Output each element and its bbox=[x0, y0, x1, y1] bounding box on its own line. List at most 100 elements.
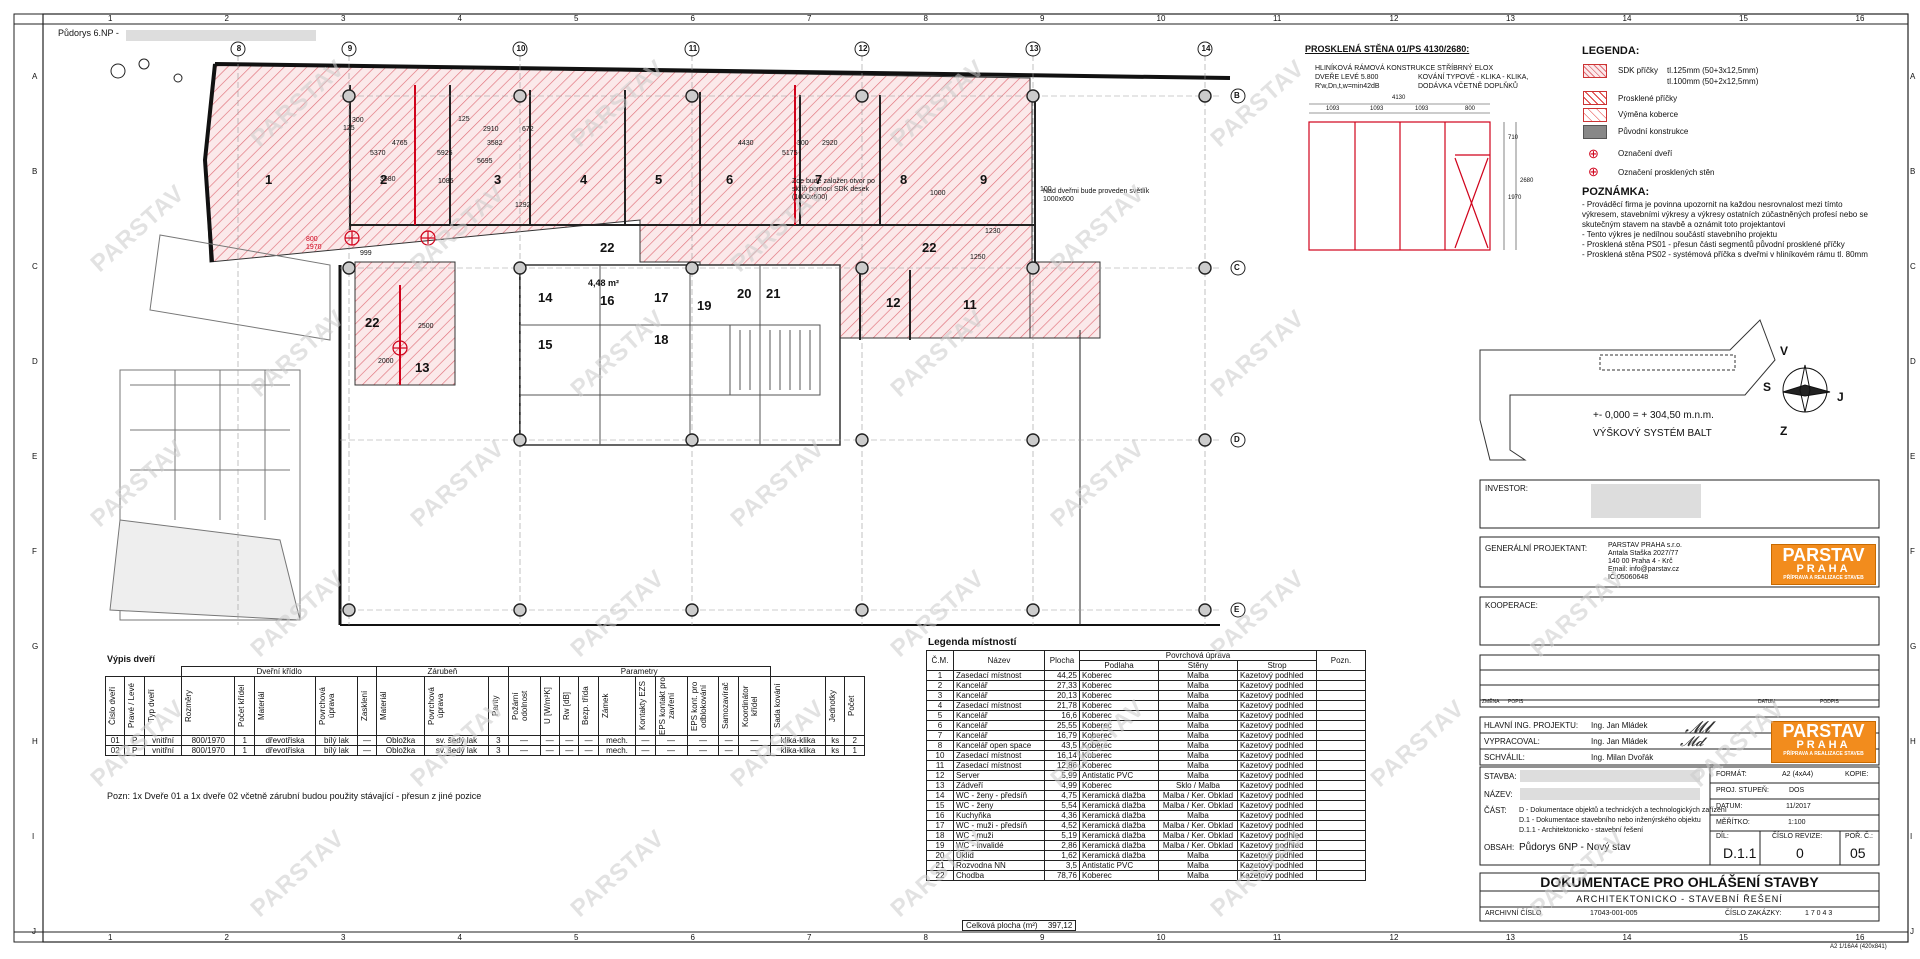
sheet-row-letter: E bbox=[32, 452, 38, 461]
doors-column-header: Zámek bbox=[597, 676, 637, 736]
table-cell bbox=[1316, 710, 1366, 721]
prepared-value: Ing. Jan Mládek bbox=[1591, 737, 1648, 746]
table-cell: 17 bbox=[926, 820, 954, 831]
table-cell: Malba bbox=[1158, 670, 1238, 681]
sheet-row-letter: J bbox=[1910, 927, 1914, 936]
signature-icon: 𝓜𝓵 bbox=[1685, 718, 1711, 737]
table-cell: Kazetový podhled bbox=[1237, 670, 1317, 681]
legend-item-label: Označení dveří bbox=[1618, 149, 1673, 158]
table-cell: 15 bbox=[926, 800, 954, 811]
plan-dimension: 1230 bbox=[985, 228, 1001, 235]
table-cell: Keramická dlažba bbox=[1079, 810, 1159, 821]
table-cell: Kazetový podhled bbox=[1237, 700, 1317, 711]
sheet-column-number: 1 bbox=[108, 14, 113, 23]
sheet-row-letter: G bbox=[32, 642, 39, 651]
table-cell: Koberec bbox=[1079, 670, 1159, 681]
legend-swatch-sdk bbox=[1583, 64, 1607, 78]
stavba-label: STAVBA: bbox=[1484, 772, 1517, 781]
table-cell: mech. bbox=[597, 745, 637, 756]
room-label: 4 bbox=[580, 172, 588, 187]
table-cell bbox=[1316, 840, 1366, 851]
table-cell: — bbox=[686, 745, 720, 756]
sheet-row-letter: J bbox=[32, 927, 36, 936]
plan-dimension: 2920 bbox=[822, 140, 838, 147]
table-cell: Malba bbox=[1158, 700, 1238, 711]
document-subtitle: ARCHITEKTONICKO - STAVEBNÍ ŘEŠENÍ bbox=[1576, 894, 1783, 904]
table-cell: Koberec bbox=[1079, 780, 1159, 791]
room-label: 12 bbox=[886, 295, 901, 310]
doors-column-header: Materiál bbox=[376, 676, 425, 736]
table-cell: 16 bbox=[926, 810, 954, 821]
notes-title: POZNÁMKA: bbox=[1582, 186, 1650, 198]
sheet-row-letter: B bbox=[32, 167, 38, 176]
table-cell: Kazetový podhled bbox=[1237, 750, 1317, 761]
table-cell: Kancelář bbox=[953, 680, 1045, 691]
plan-dimension: 2000 bbox=[378, 358, 394, 365]
company-logo: PARSTAV PRAHA PŘÍPRAVA A REALIZACE STAVE… bbox=[1771, 544, 1876, 585]
axis-label-side: E bbox=[1234, 605, 1240, 614]
table-cell: — bbox=[507, 735, 541, 746]
nazev-label: NÁZEV: bbox=[1484, 790, 1513, 799]
table-cell: Malba / Ker. Obklad bbox=[1158, 820, 1238, 831]
plan-dimension: 1250 bbox=[970, 254, 986, 261]
sheet-row-letter: F bbox=[32, 547, 37, 556]
table-cell: Kazetový podhled bbox=[1237, 720, 1317, 731]
sheet-column-number: 3 bbox=[341, 933, 346, 942]
table-cell: Kazetový podhled bbox=[1237, 740, 1317, 751]
plan-dimension: 300 bbox=[352, 117, 364, 124]
plan-dimension: 3580 bbox=[380, 176, 396, 183]
plan-dimension: 300 bbox=[797, 140, 809, 147]
archive-label: ARCHIVNÍ ČÍSLO bbox=[1485, 910, 1542, 917]
doors-column-header: Bezp. třída bbox=[578, 676, 599, 736]
table-cell: 14 bbox=[926, 790, 954, 801]
room-label: 5 bbox=[655, 172, 663, 187]
room-label: 22 bbox=[365, 315, 380, 330]
axis-label-top: 8 bbox=[236, 44, 242, 53]
redacted-nazev bbox=[1520, 788, 1700, 800]
table-cell: 27,33 bbox=[1044, 680, 1080, 691]
table-cell: Sklo / Malba bbox=[1158, 780, 1238, 791]
rev-label: ČÍSLO REVIZE: bbox=[1772, 833, 1823, 840]
sheet-column-number: 4 bbox=[457, 14, 462, 23]
table-cell: 21,78 bbox=[1044, 700, 1080, 711]
table-cell: — bbox=[539, 735, 560, 746]
table-cell: dřevotřiska bbox=[253, 745, 317, 756]
axis-label-top: 14 bbox=[1201, 44, 1211, 53]
doors-note: Pozn: 1x Dveře 01 a 1x dveře 02 včetně z… bbox=[107, 791, 482, 801]
table-cell: Malba bbox=[1158, 730, 1238, 741]
sheet-column-number: 5 bbox=[574, 933, 579, 942]
prepared-label: VYPRACOVAL: bbox=[1484, 737, 1540, 746]
sheet-column-number: 9 bbox=[1040, 933, 1045, 942]
table-cell: Malba / Ker. Obklad bbox=[1158, 830, 1238, 841]
company-logo: PARSTAV PRAHA PŘÍPRAVA A REALIZACE STAVE… bbox=[1771, 721, 1876, 763]
axis-label-side: B bbox=[1234, 91, 1240, 100]
table-cell: Kuchyňka bbox=[953, 810, 1045, 821]
axis-label-side: C bbox=[1234, 263, 1240, 272]
glazed-wall-dimension: 800 bbox=[1465, 106, 1476, 112]
table-cell: Koberec bbox=[1079, 690, 1159, 701]
table-cell: 13 bbox=[926, 780, 954, 791]
room-label: 11 bbox=[963, 297, 977, 312]
room-label: 22 bbox=[600, 240, 615, 255]
table-cell: Kazetový podhled bbox=[1237, 780, 1317, 791]
obsah-label: OBSAH: bbox=[1484, 843, 1515, 852]
table-cell: — bbox=[356, 735, 378, 746]
room-label: 7 bbox=[815, 172, 823, 187]
table-cell: Kancelář bbox=[953, 730, 1045, 741]
room-label: 14 bbox=[538, 290, 553, 305]
table-cell: Malba bbox=[1158, 870, 1238, 881]
sheet-row-letter: C bbox=[32, 262, 38, 271]
table-cell: Malba bbox=[1158, 720, 1238, 731]
redacted-field bbox=[126, 30, 316, 41]
table-cell: 12 bbox=[926, 770, 954, 781]
table-cell: 8 bbox=[926, 740, 954, 751]
compass-north: V bbox=[1780, 344, 1789, 358]
por-label: POŘ. Č.: bbox=[1845, 833, 1874, 840]
table-cell: 11 bbox=[926, 760, 954, 771]
glazed-wall-dimension: 1093 bbox=[1370, 106, 1384, 112]
table-cell: 6 bbox=[926, 720, 954, 731]
